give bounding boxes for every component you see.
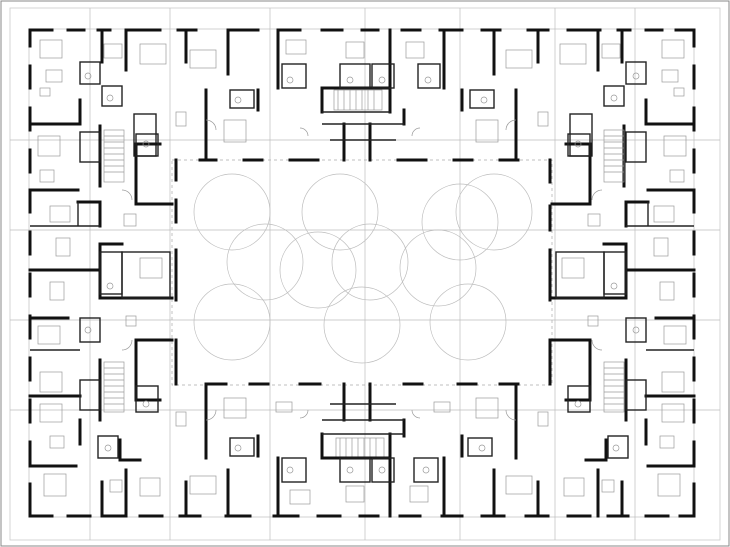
stair-core-left-top — [103, 129, 125, 183]
courtyard-tree — [323, 286, 401, 364]
courtyard-walls — [174, 158, 552, 386]
stair-core-left-bottom — [103, 361, 125, 413]
courtyard-tree — [429, 283, 507, 361]
stair-core-top — [333, 89, 383, 111]
courtyard-tree — [331, 223, 409, 301]
right-wing-thin-walls — [555, 131, 694, 459]
door-swings — [121, 119, 603, 421]
building-outline — [28, 28, 695, 518]
courtyard-tree — [399, 229, 477, 307]
courtyard-outline — [171, 159, 553, 386]
furniture — [37, 39, 687, 505]
courtyard-tree — [421, 183, 499, 261]
courtyard — [171, 159, 553, 386]
stair-cores — [103, 89, 625, 459]
balconies — [28, 148, 696, 412]
courtyard-tree — [455, 173, 533, 251]
courtyard-tree — [279, 231, 357, 309]
facade-walls — [28, 28, 696, 518]
courtyard-tree — [226, 223, 304, 301]
courtyard-tree — [193, 173, 271, 251]
sanitary-fixtures — [84, 72, 640, 474]
stair-core-right-bottom — [603, 361, 625, 413]
top-wing-thin-walls — [79, 61, 647, 157]
courtyard-tree — [301, 173, 379, 251]
stair-core-right-top — [603, 129, 625, 183]
courtyard-tree — [193, 283, 271, 361]
stair-core-bottom — [335, 437, 385, 459]
top-wing-partitions — [78, 28, 648, 188]
bottom-wing-thin-walls — [229, 403, 493, 483]
left-wing-thin-walls — [30, 131, 171, 459]
